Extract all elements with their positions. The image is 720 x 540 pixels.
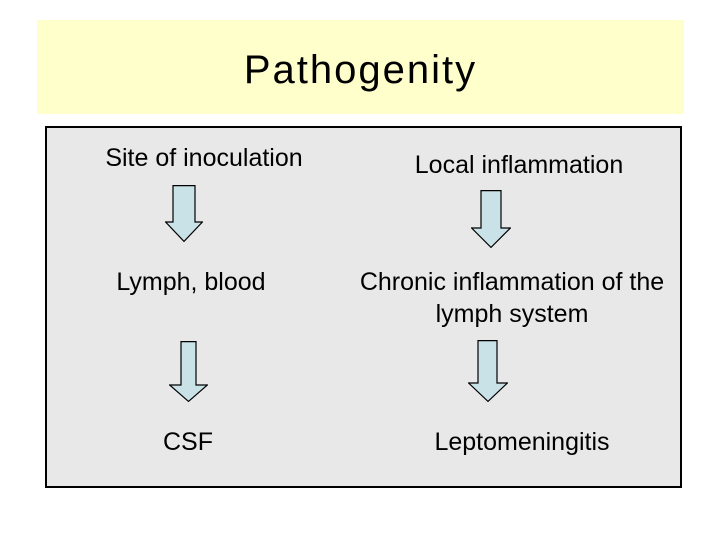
flow-step-local-inflammation: Local inflammation [414,151,624,179]
title-banner: Pathogenity [37,20,684,114]
slide-title: Pathogenity [243,48,478,92]
flow-step-csf: CSF [163,428,213,456]
flow-step-leptomeningitis: Leptomeningitis [434,428,610,456]
flow-step-site-of-inoculation: Site of inoculation [105,144,303,172]
down-arrow-icon [165,185,203,242]
flow-diagram-panel [45,126,682,488]
down-arrow-icon [468,340,508,402]
down-arrow-icon [169,341,208,402]
down-arrow-icon [471,190,511,248]
flow-step-lymph-blood: Lymph, blood [116,268,266,296]
flow-step-chronic-inflammation: Chronic inflammation of the lymph system [359,268,665,328]
